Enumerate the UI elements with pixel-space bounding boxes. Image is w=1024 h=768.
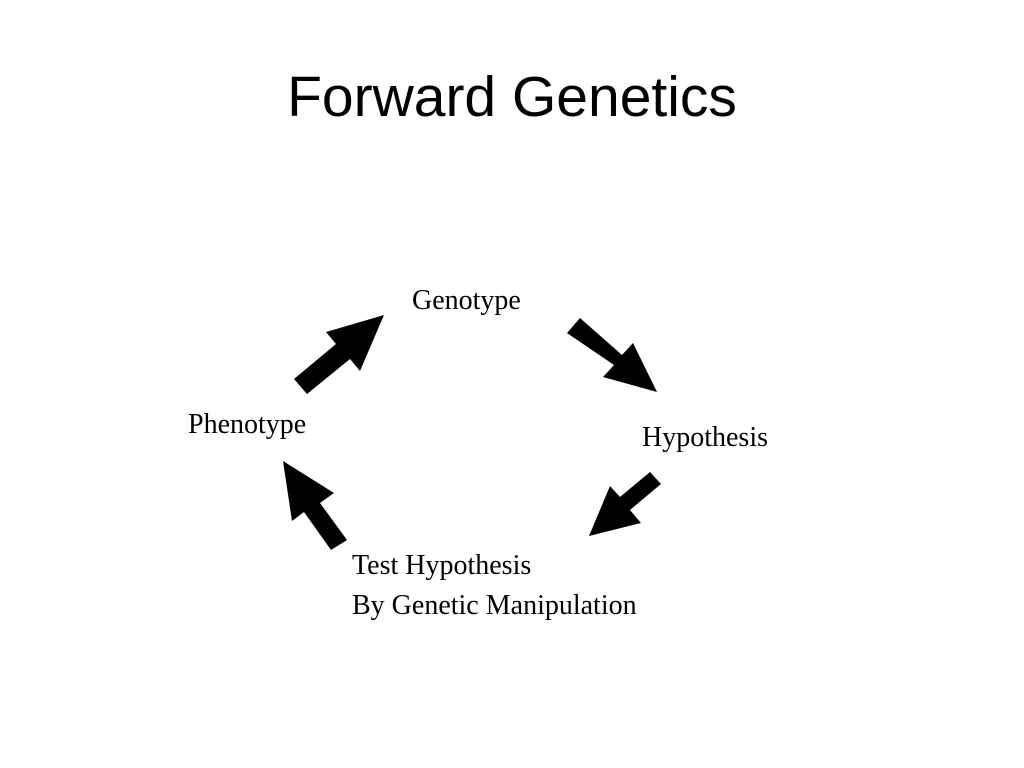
node-genotype: Genotype [412, 285, 521, 316]
node-phenotype: Phenotype [188, 409, 307, 440]
test-line-2: By Genetic Manipulation [352, 590, 637, 621]
slide-title: Forward Genetics [287, 65, 737, 129]
arrow-genotype-to-hypothesis [567, 318, 657, 392]
arrow-test-to-phenotype [283, 461, 347, 550]
arrow-phenotype-to-genotype [294, 315, 384, 394]
arrow-hypothesis-to-test [589, 472, 661, 536]
test-line-1: Test Hypothesis [352, 550, 532, 581]
node-test-hypothesis: Test Hypothesis By Genetic Manipulation [352, 546, 637, 626]
node-hypothesis: Hypothesis [642, 422, 768, 453]
